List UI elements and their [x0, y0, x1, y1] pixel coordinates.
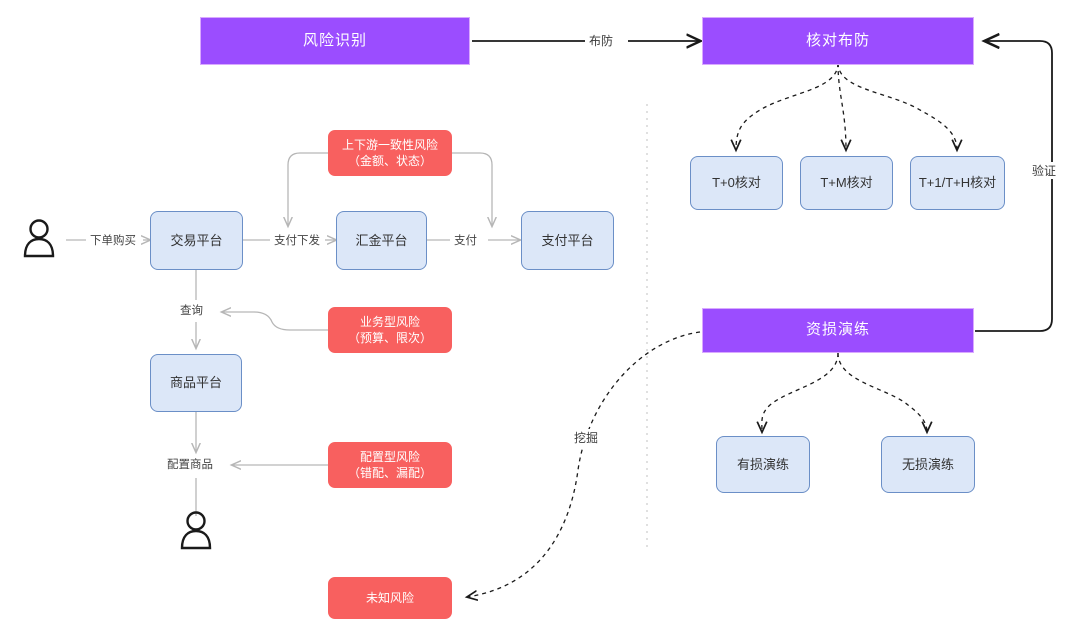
risk-line-1: 配置型风险	[359, 449, 420, 464]
merchant-person-icon	[180, 511, 212, 550]
edge-drill-lossless	[837, 352, 927, 432]
risk-line-1: 上下游一致性风险	[341, 137, 438, 152]
risk-line-2: （预算、限次）	[347, 331, 432, 345]
node-business-risk[interactable]: 业务型风险 （预算、限次）	[328, 307, 452, 353]
node-fund-platform[interactable]: 汇金平台	[336, 211, 427, 270]
edge-risk-consistency-left	[288, 152, 328, 226]
node-risk-identification[interactable]: 风险识别	[200, 17, 470, 65]
edge-label-configure-goods: 配置商品	[163, 456, 217, 472]
edge-check-tm	[837, 62, 846, 150]
node-t1th-check[interactable]: T+1/T+H核对	[910, 156, 1005, 210]
risk-line-2: （错配、漏配）	[347, 466, 432, 480]
node-lossy-drill[interactable]: 有损演练	[716, 436, 810, 493]
edge-label-pay: 支付	[450, 232, 481, 248]
risk-line-1: 业务型风险	[359, 314, 420, 329]
edge-check-t1th	[837, 62, 957, 150]
node-loss-drill[interactable]: 资损演练	[702, 308, 974, 353]
node-unknown-risk[interactable]: 未知风险	[328, 577, 452, 619]
edge-check-t0	[736, 62, 839, 150]
edge-mine	[467, 331, 701, 597]
node-trade-platform[interactable]: 交易平台	[150, 211, 243, 270]
edge-drill-lossy	[762, 352, 839, 432]
edge-label-order-purchase: 下单购买	[86, 232, 140, 248]
edge-label-query: 查询	[176, 302, 207, 318]
edge-business-risk	[222, 312, 328, 331]
edge-label-pay-dispatch: 支付下发	[270, 232, 324, 248]
node-pay-platform[interactable]: 支付平台	[521, 211, 614, 270]
node-upstream-consistency-risk[interactable]: 上下游一致性风险 （金额、状态）	[328, 130, 452, 176]
edge-label-deploy: 布防	[585, 32, 618, 49]
edge-label-verify: 验证	[1028, 162, 1061, 179]
node-tm-check[interactable]: T+M核对	[800, 156, 893, 210]
node-check-defense[interactable]: 核对布防	[702, 17, 974, 65]
node-t0-check[interactable]: T+0核对	[690, 156, 783, 210]
risk-line-2: （金额、状态）	[347, 154, 432, 168]
node-goods-platform[interactable]: 商品平台	[150, 354, 242, 412]
edge-label-mine: 挖掘	[570, 429, 603, 446]
edge-risk-consistency-right	[452, 152, 492, 226]
node-config-risk[interactable]: 配置型风险 （错配、漏配）	[328, 442, 452, 488]
buyer-person-icon	[23, 219, 55, 258]
node-lossless-drill[interactable]: 无损演练	[881, 436, 975, 493]
